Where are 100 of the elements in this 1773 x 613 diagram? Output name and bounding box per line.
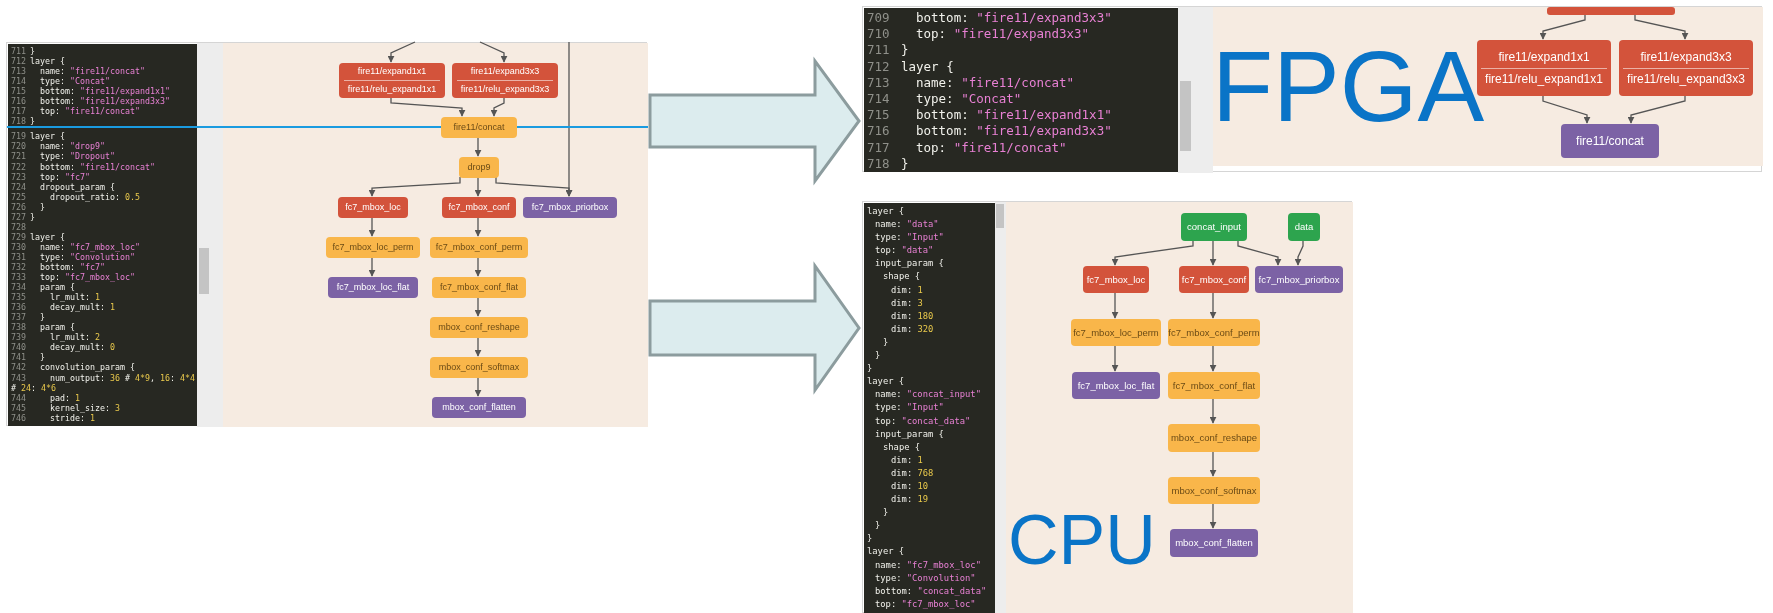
- code-line: dim: 1: [890, 453, 924, 467]
- code-line: dim: 19: [890, 493, 930, 507]
- code-line: 712 layer {: [11, 56, 66, 67]
- code-line: 717 top: "fire11/concat": [867, 139, 1068, 156]
- arrow: [1542, 94, 1591, 124]
- code-line: name: "concat_input": [874, 388, 982, 402]
- code-line: 721 type: "Dropout": [11, 151, 116, 162]
- code-line: 744 pad: 1: [11, 392, 81, 403]
- layer-label: fc7_mbox_conf_flat: [1171, 379, 1257, 392]
- arrow: [474, 376, 482, 397]
- layer-node: [1170, 529, 1258, 557]
- arrow: [474, 136, 482, 157]
- screenshot-panel: [862, 201, 1352, 613]
- code-line: dim: 180: [890, 309, 935, 323]
- code-line: 746 stride: 1: [11, 412, 95, 423]
- arrow: [1111, 291, 1119, 319]
- layer-label: fire11/expand3x3: [469, 65, 541, 77]
- arrow: [474, 296, 482, 317]
- arrow: [1539, 13, 1586, 40]
- code-line: input_param {: [874, 257, 945, 271]
- code-line: 740 decay_mult: 0: [11, 342, 116, 353]
- code-line: 732 bottom: "fc7": [11, 262, 106, 273]
- code-line: shape {: [882, 270, 922, 284]
- layer-node: [1072, 372, 1160, 399]
- code-line: name: "fc7_mbox_loc": [874, 558, 982, 572]
- layer-node: [1179, 266, 1249, 293]
- layer-label: concat_input: [1186, 221, 1242, 233]
- code-line: 729 layer {: [11, 231, 66, 242]
- code-line: 730 name: "fc7_mbox_loc": [11, 241, 141, 252]
- code-line: top: "concat_data": [874, 414, 972, 428]
- code-line: }: [867, 362, 874, 376]
- arrow: [1209, 291, 1217, 319]
- code-line: dim: 3: [890, 296, 924, 310]
- layer-node: [442, 197, 516, 218]
- layer-node: [1619, 40, 1753, 96]
- arrow: [1209, 502, 1217, 529]
- code-editor: [8, 44, 197, 426]
- code-line: top: "data": [874, 244, 935, 258]
- code-line: input_param {: [874, 427, 945, 441]
- layer-node: [430, 317, 528, 338]
- layer-node: [432, 277, 526, 298]
- code-line: 735 lr_mult: 1: [11, 292, 100, 303]
- layer-node: [1547, 7, 1675, 15]
- layer-node: [523, 197, 617, 218]
- layer-node: [1561, 124, 1659, 158]
- layer-label: fc7_mbox_conf_flat: [438, 281, 519, 294]
- code-line: type: "Input": [874, 231, 945, 245]
- code-line: 713 name: "fire11/concat": [11, 66, 146, 77]
- code-editor: [864, 8, 1178, 172]
- code-line: 737 }: [11, 312, 46, 323]
- layer-node: [452, 63, 558, 98]
- code-line: 711 }: [867, 42, 910, 59]
- code-line: 731 type: "Convolution": [11, 251, 135, 262]
- layer-label: fc7_mbox_loc: [1085, 273, 1147, 286]
- block-arrow: [648, 261, 861, 395]
- platform-label: CPU: [1008, 505, 1156, 575]
- code-line: bottom: "concat_data": [874, 584, 988, 598]
- layer-label: data: [1293, 221, 1315, 233]
- layer-node: [1255, 266, 1343, 293]
- screenshot-panel: [6, 42, 647, 426]
- layer-node: [1168, 477, 1260, 504]
- arrow: [495, 176, 573, 197]
- code-line: layer {: [867, 545, 906, 559]
- layer-label: fc7_mbox_loc_perm: [331, 241, 415, 254]
- arrow: [1111, 344, 1119, 372]
- arrow: [1209, 239, 1217, 266]
- screenshot-panel: [862, 6, 1762, 172]
- code-line: 716 bottom: "fire11/expand3x3": [11, 96, 171, 107]
- layer-label: fc7_mbox_conf: [447, 201, 511, 214]
- layer-label: mbox_conf_reshape: [1169, 432, 1259, 444]
- layer-node: [338, 197, 408, 218]
- code-line: 712 layer {: [867, 58, 955, 75]
- code-line: 738 param {: [11, 322, 75, 333]
- layer-node: [1168, 424, 1260, 452]
- layer-label: fire11/expand3x3: [1639, 49, 1733, 65]
- layer-label: fire11/relu_expand3x3: [456, 80, 554, 96]
- layer-label: fire11/expand1x1: [1497, 49, 1591, 65]
- arrow: [1209, 397, 1217, 424]
- code-line: 727 }: [11, 211, 36, 222]
- layer-node: [432, 397, 526, 418]
- code-line: dim: 320: [890, 322, 935, 336]
- code-line: 741 }: [11, 352, 46, 363]
- code-line: 736 decay_mult: 1: [11, 302, 116, 313]
- arrow: [1634, 13, 1689, 40]
- layer-label: mbox_conf_flatten: [441, 401, 517, 414]
- arrow: [1209, 344, 1217, 372]
- code-line: 716 bottom: "fire11/expand3x3": [867, 123, 1113, 140]
- code-line: 714 type: "Concat": [867, 91, 1023, 108]
- arrow: [474, 256, 482, 277]
- code-line: 709 bottom: "fire11/expand3x3": [867, 10, 1113, 27]
- arrow: [1294, 239, 1304, 266]
- layer-label: fc7_mbox_conf_perm: [1167, 326, 1261, 339]
- code-line: 713 name: "fire11/concat": [867, 74, 1076, 91]
- arrow: [479, 41, 508, 63]
- layer-node: [326, 237, 420, 258]
- layer-label: fc7_mbox_priorbox: [1257, 273, 1341, 286]
- code-line: 722 bottom: "fire11/concat": [11, 161, 156, 172]
- layer-node: [328, 277, 418, 298]
- layer-node: [1168, 372, 1260, 399]
- code-line: dim: 1: [890, 283, 924, 297]
